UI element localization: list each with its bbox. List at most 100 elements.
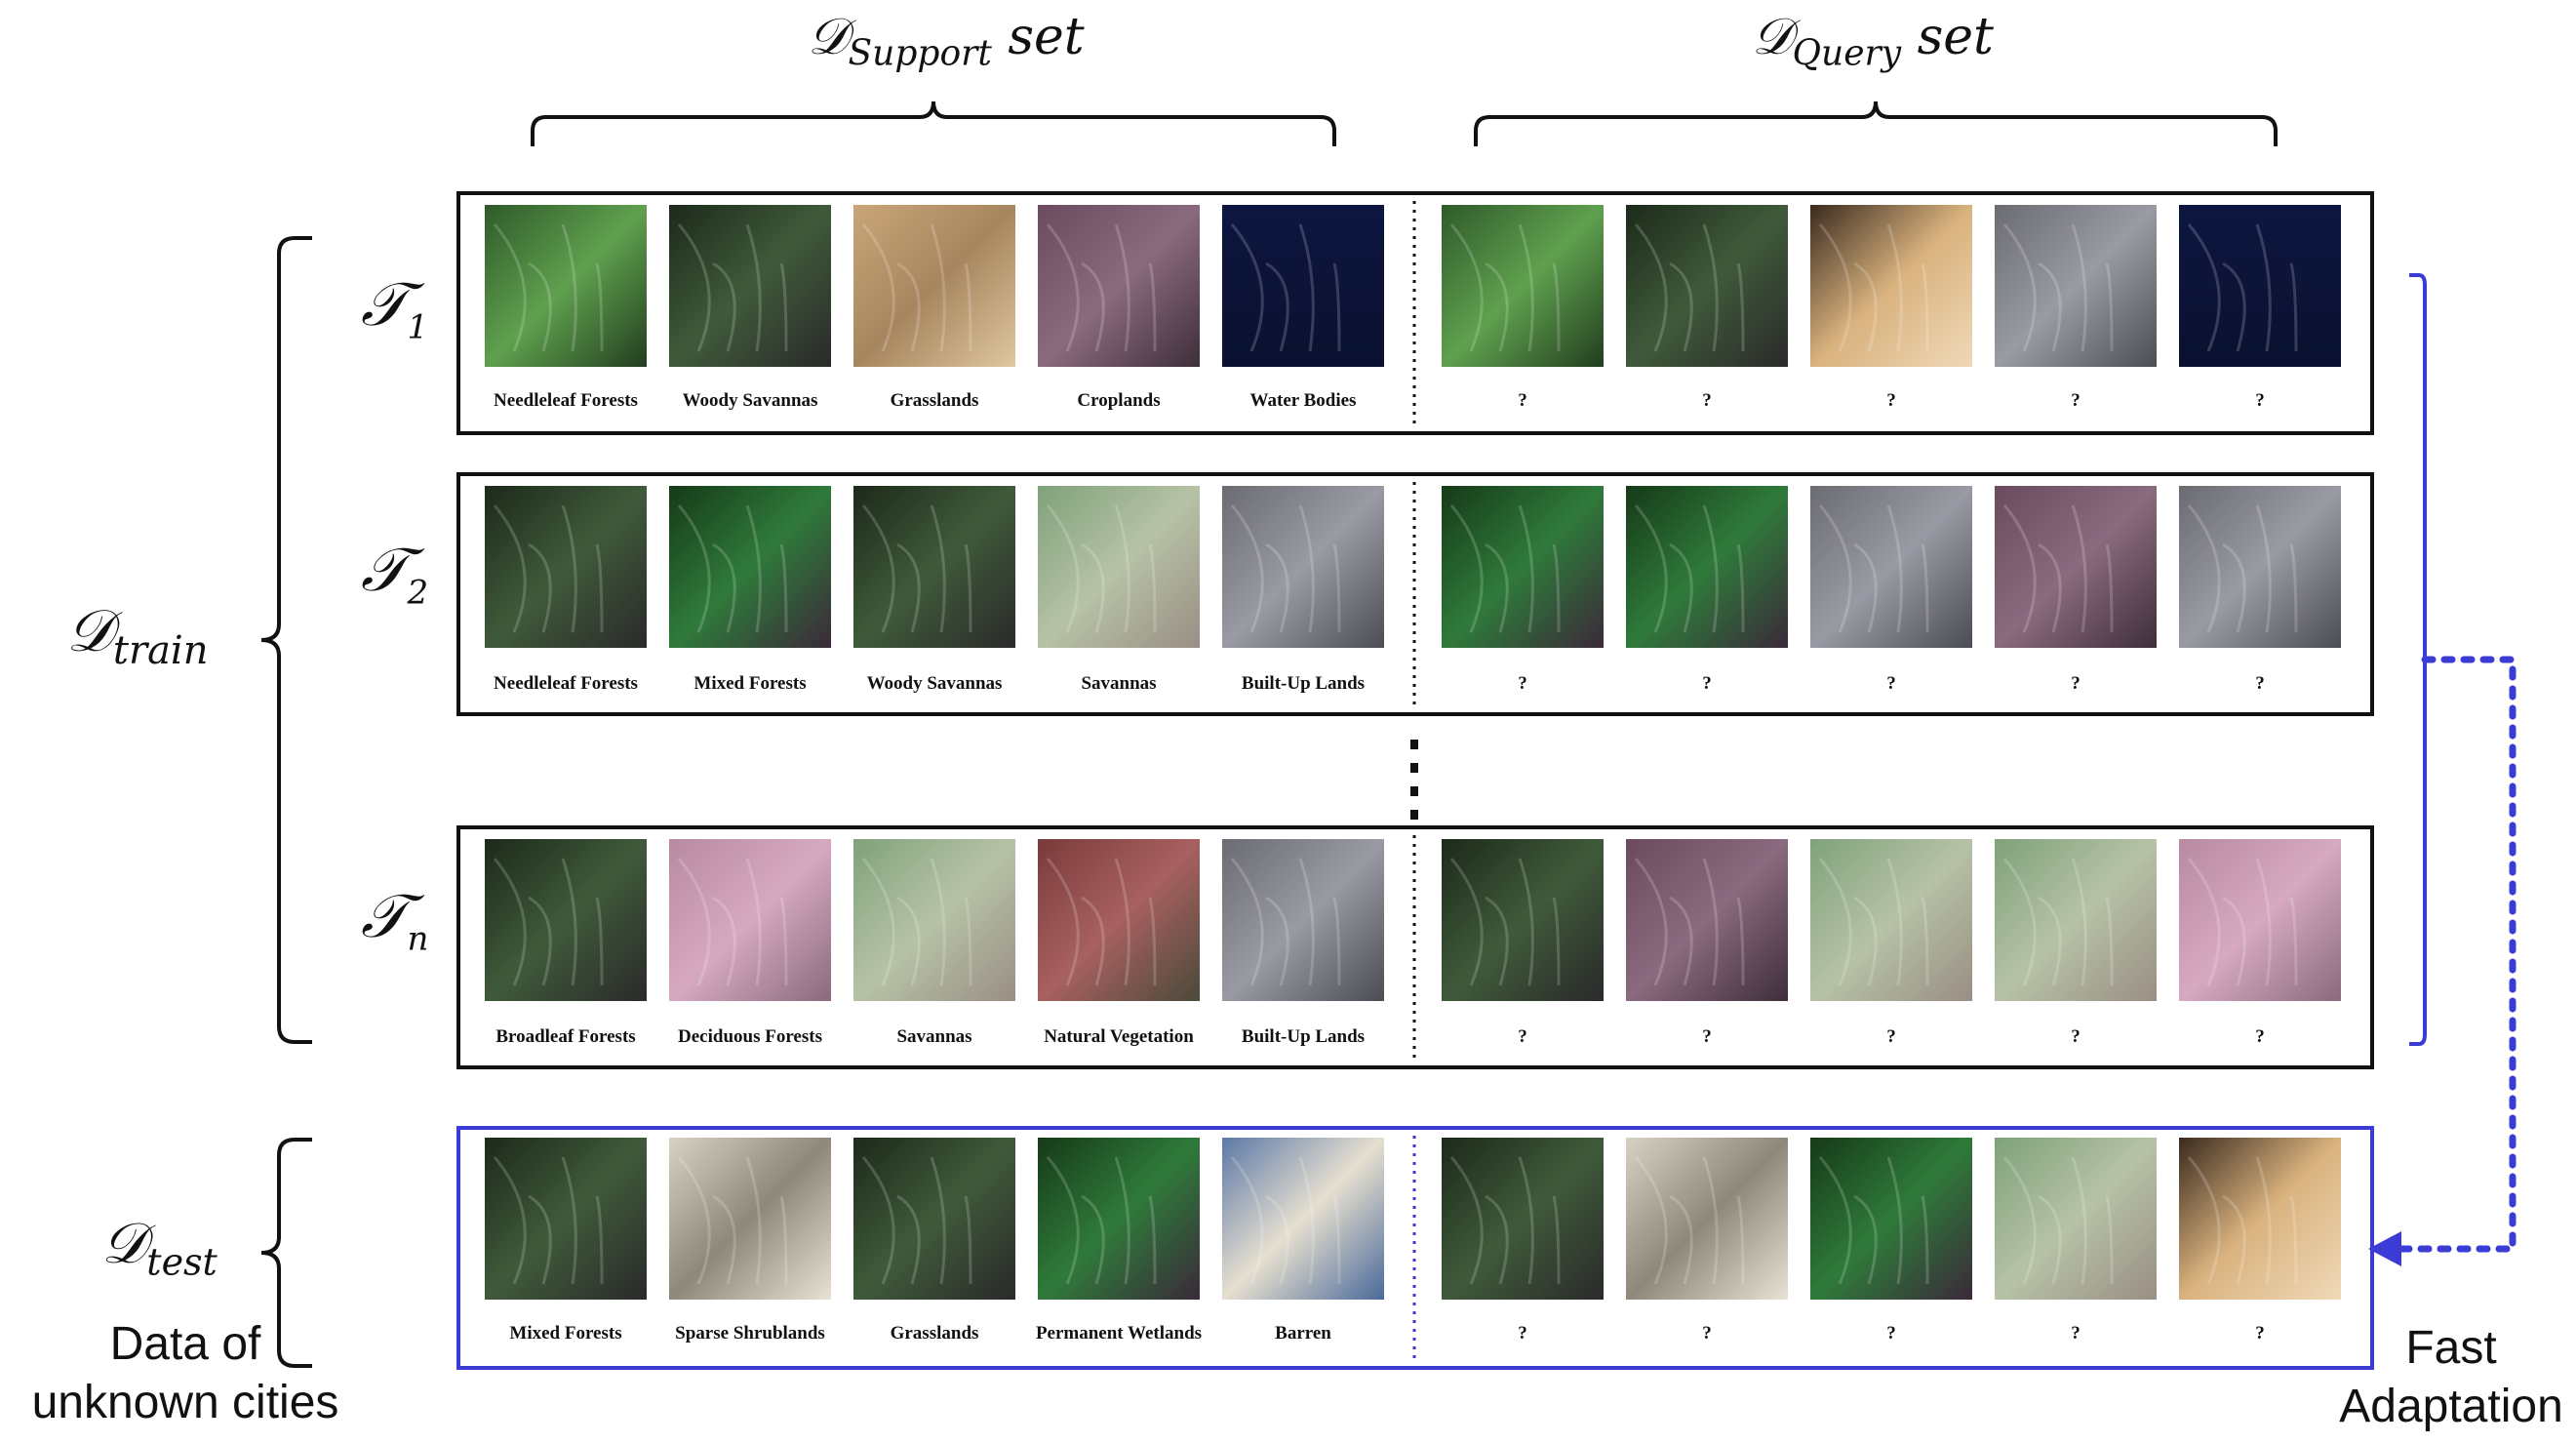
- image-texture: [745, 1156, 762, 1285]
- image-texture: [1230, 223, 1264, 352]
- image-texture: [1634, 1156, 1668, 1285]
- task-1-support-image-5: [1222, 205, 1384, 367]
- task-2-support-label-1: Needleleaf Forests: [494, 673, 638, 694]
- task-2-support-image-3: [853, 486, 1015, 648]
- task-2-row-frame: [456, 472, 2374, 716]
- image-texture: [493, 858, 527, 986]
- image-texture: [1148, 262, 1157, 352]
- task-1-support-image-1: [485, 205, 647, 367]
- image-texture: [2071, 504, 2087, 633]
- ellipsis-dot: [1410, 763, 1418, 773]
- image-texture: [1702, 858, 1719, 986]
- task-1-support-label-1: Needleleaf Forests: [494, 390, 638, 411]
- image-texture: [2105, 262, 2114, 352]
- task-1-query-image-4: [1995, 205, 2157, 367]
- image-texture: [896, 261, 921, 352]
- image-texture: [1332, 897, 1341, 986]
- image-texture: [1298, 504, 1315, 633]
- task-n-support-label-4: Natural Vegetation: [1044, 1026, 1194, 1047]
- task-1-query-label-4: ?: [2071, 390, 2081, 411]
- image-texture: [1736, 897, 1745, 986]
- image-texture: [779, 1195, 788, 1285]
- image-texture: [1518, 223, 1534, 352]
- image-texture: [1853, 1194, 1878, 1285]
- image-texture: [561, 858, 577, 986]
- task-n-support-image-3: [853, 839, 1015, 1001]
- image-texture: [1449, 1156, 1484, 1285]
- image-texture: [1485, 542, 1509, 633]
- image-texture: [2289, 897, 2298, 986]
- task-1-letter: 𝒯: [361, 268, 408, 340]
- image-texture: [745, 858, 762, 986]
- image-texture: [2222, 896, 2246, 986]
- image-texture: [2002, 504, 2037, 633]
- task-2-query-image-3: [1810, 486, 1972, 648]
- image-texture: [1081, 261, 1105, 352]
- fast-adaptation-label: Fast Adaptation: [2339, 1322, 2563, 1432]
- test-support-image-1: [485, 1138, 647, 1300]
- image-texture: [1332, 1195, 1341, 1285]
- task-n-subscript: n: [407, 919, 429, 959]
- test-support-label-2: Sparse Shrublands: [675, 1323, 825, 1344]
- image-texture: [2002, 1156, 2037, 1285]
- image-texture: [1332, 543, 1341, 633]
- task-n-symbol: 𝒯n: [361, 880, 428, 958]
- task-n-query-image-2: [1626, 839, 1788, 1001]
- task-1-row-frame: [456, 191, 2374, 435]
- task-n-query-label-3: ?: [1886, 1026, 1896, 1047]
- image-texture: [1702, 223, 1719, 352]
- test-support-label-3: Grasslands: [890, 1323, 979, 1344]
- task-1-support-image-3: [853, 205, 1015, 367]
- image-texture: [2105, 897, 2114, 986]
- test-query-label-2: ?: [1702, 1323, 1712, 1344]
- task-1-query-image-3: [1810, 205, 1972, 367]
- adaptation-arrowhead: [2368, 1231, 2401, 1266]
- image-texture: [1332, 262, 1341, 352]
- image-texture: [896, 542, 921, 633]
- task-1-support-label-4: Croplands: [1077, 390, 1161, 411]
- image-texture: [930, 858, 946, 986]
- image-texture: [861, 1156, 895, 1285]
- task-1-query-label-2: ?: [1702, 390, 1712, 411]
- image-texture: [1552, 543, 1561, 633]
- task-1-query-image-1: [1442, 205, 1604, 367]
- image-texture: [1449, 504, 1484, 633]
- support-set-brace: [531, 100, 1336, 146]
- image-texture: [1230, 1156, 1264, 1285]
- image-texture: [1518, 1156, 1534, 1285]
- task-2-support-label-2: Mixed Forests: [694, 673, 807, 694]
- image-texture: [677, 223, 711, 352]
- image-texture: [2187, 504, 2221, 633]
- test-query-label-3: ?: [1886, 1323, 1896, 1344]
- test-query-label-1: ?: [1518, 1323, 1527, 1344]
- image-texture: [1265, 896, 1289, 986]
- task-2-query-label-3: ?: [1886, 673, 1896, 694]
- image-texture: [2071, 1156, 2087, 1285]
- task-2-query-image-4: [1995, 486, 2157, 648]
- task-1-query-label-5: ?: [2255, 390, 2265, 411]
- image-texture: [1669, 896, 1693, 986]
- image-texture: [1046, 504, 1080, 633]
- image-texture: [712, 542, 736, 633]
- train-brace: [260, 236, 312, 1044]
- image-texture: [1634, 858, 1668, 986]
- image-texture: [1669, 261, 1693, 352]
- train-subscript: train: [112, 628, 209, 673]
- image-texture: [561, 504, 577, 633]
- image-texture: [2187, 1156, 2221, 1285]
- image-texture: [1886, 858, 1903, 986]
- image-texture: [1114, 223, 1130, 352]
- support-set-label: 𝒟Support set: [808, 8, 1085, 73]
- image-texture: [1449, 858, 1484, 986]
- query-set-brace: [1474, 100, 2278, 146]
- test-query-image-2: [1626, 1138, 1788, 1300]
- test-support-image-4: [1038, 1138, 1200, 1300]
- task-2-support-image-1: [485, 486, 647, 648]
- test-support-image-2: [669, 1138, 831, 1300]
- image-texture: [930, 223, 946, 352]
- image-texture: [861, 504, 895, 633]
- image-texture: [1921, 897, 1929, 986]
- test-query-image-5: [2179, 1138, 2341, 1300]
- image-texture: [2255, 858, 2272, 986]
- train-label: 𝒟train: [66, 597, 209, 673]
